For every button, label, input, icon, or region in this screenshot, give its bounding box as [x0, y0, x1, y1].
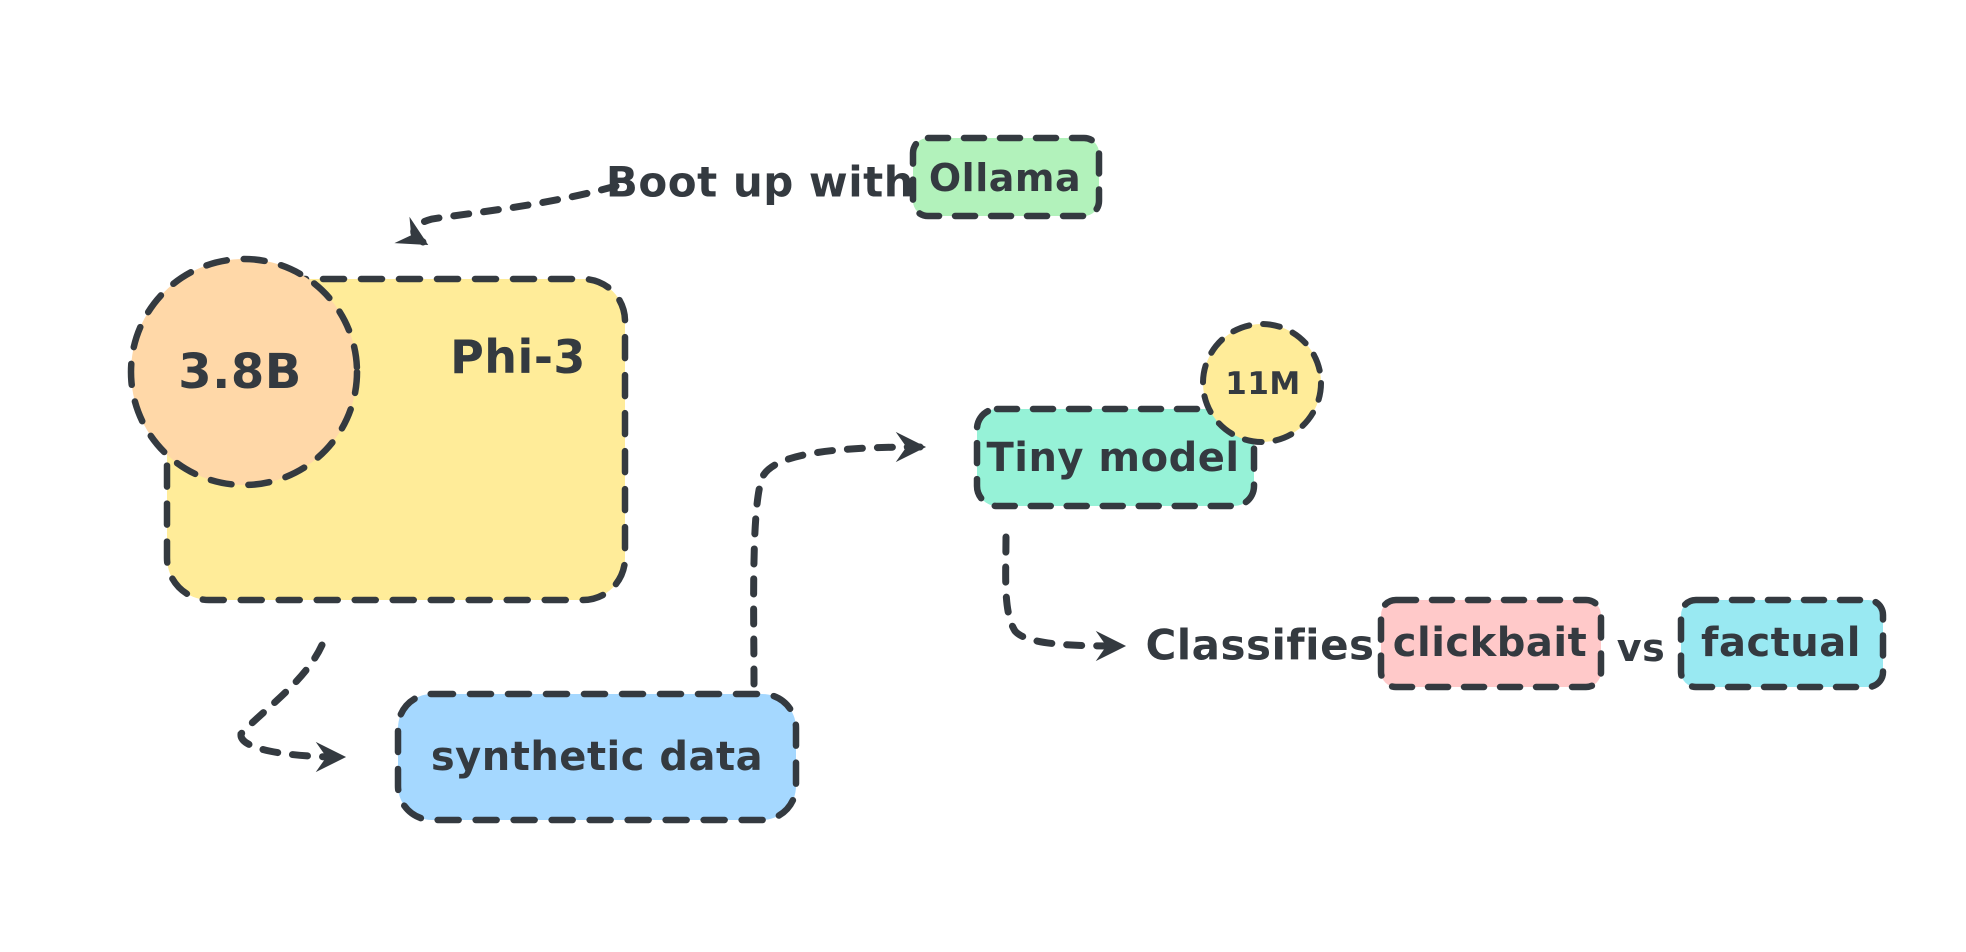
phi3-params-circle [127, 255, 361, 489]
classifies-caption: Classifies [1145, 620, 1375, 670]
phi3-to-synthetic-data-arrow [237, 641, 347, 773]
factual-label: factual [1701, 620, 1861, 666]
tiny-model-to-classifies-arrow [1002, 533, 1127, 662]
phi3-params-label: 3.8B [178, 344, 302, 400]
synthetic-data-to-tiny-model-arrow [750, 431, 927, 688]
synthetic-data-node [394, 690, 800, 824]
boot-up-caption: Boot up with [605, 157, 915, 207]
tiny-model-label: Tiny model [986, 435, 1240, 481]
phi3-label: Phi-3 [450, 330, 586, 384]
tiny-params-label: 11M [1225, 366, 1301, 402]
caption-to-phi3-arrow [394, 182, 620, 246]
clickbait-label: clickbait [1392, 620, 1588, 666]
clickbait-node [1377, 596, 1605, 691]
factual-node [1677, 596, 1887, 691]
vs-caption: vs [1616, 626, 1666, 670]
synthetic-data-label: synthetic data [430, 734, 764, 780]
tiny-model-node [973, 405, 1258, 510]
ollama-label: Ollama [928, 156, 1082, 200]
tiny-params-circle [1200, 321, 1324, 445]
ollama-node [909, 134, 1103, 220]
